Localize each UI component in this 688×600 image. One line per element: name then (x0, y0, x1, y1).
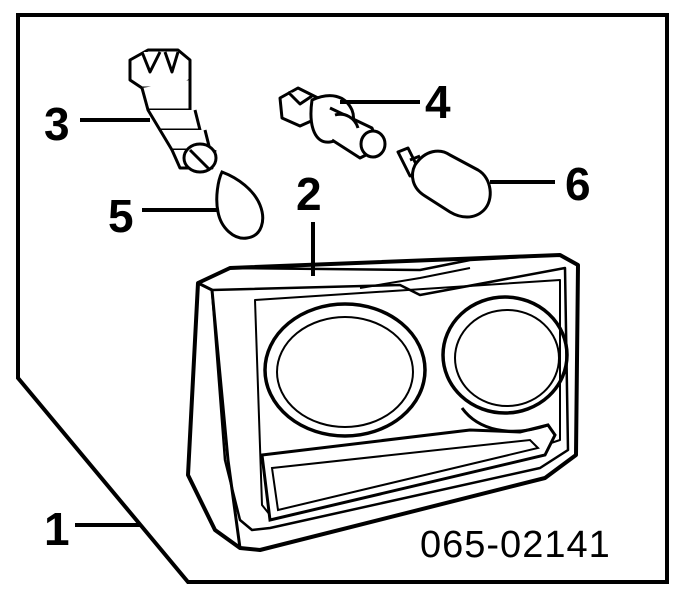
bulb-5 (215, 170, 265, 240)
left-reflector (263, 302, 427, 438)
callout-5: 5 (108, 190, 134, 242)
callout-3: 3 (44, 98, 70, 150)
callout-6: 6 (565, 158, 591, 210)
callout-2: 2 (296, 168, 322, 220)
diagram-part-number: 065-02141 (420, 524, 611, 566)
leader-lines (75, 100, 555, 527)
bulb-socket-3 (128, 48, 218, 174)
assembly-frame (16, 13, 669, 584)
right-reflector (441, 295, 569, 415)
callout-4: 4 (425, 76, 451, 128)
callout-1: 1 (44, 503, 70, 555)
bulb-6 (396, 146, 492, 219)
bulb-socket-4 (278, 86, 387, 160)
lower-trim (260, 407, 557, 522)
